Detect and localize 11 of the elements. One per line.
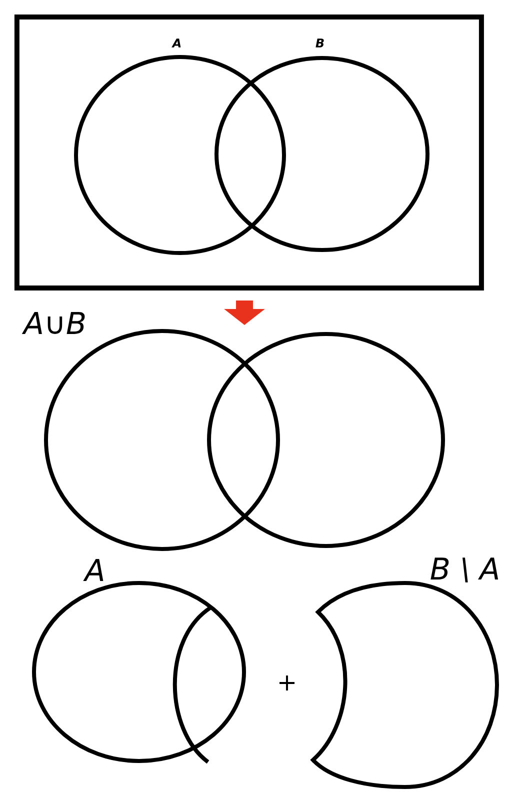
frame-box bbox=[14, 14, 484, 290]
set-a-drawing bbox=[32, 581, 246, 764]
plus-sign: + bbox=[280, 676, 295, 691]
set-label: B bbox=[316, 38, 324, 48]
set-label: A bbox=[83, 559, 104, 581]
set-label: B \ A bbox=[430, 558, 498, 582]
crescent-drawing bbox=[311, 581, 499, 789]
set-label: A bbox=[172, 38, 181, 48]
set-circle bbox=[74, 55, 286, 255]
set-circle bbox=[214, 56, 430, 252]
set-label: A∪B bbox=[22, 312, 85, 334]
